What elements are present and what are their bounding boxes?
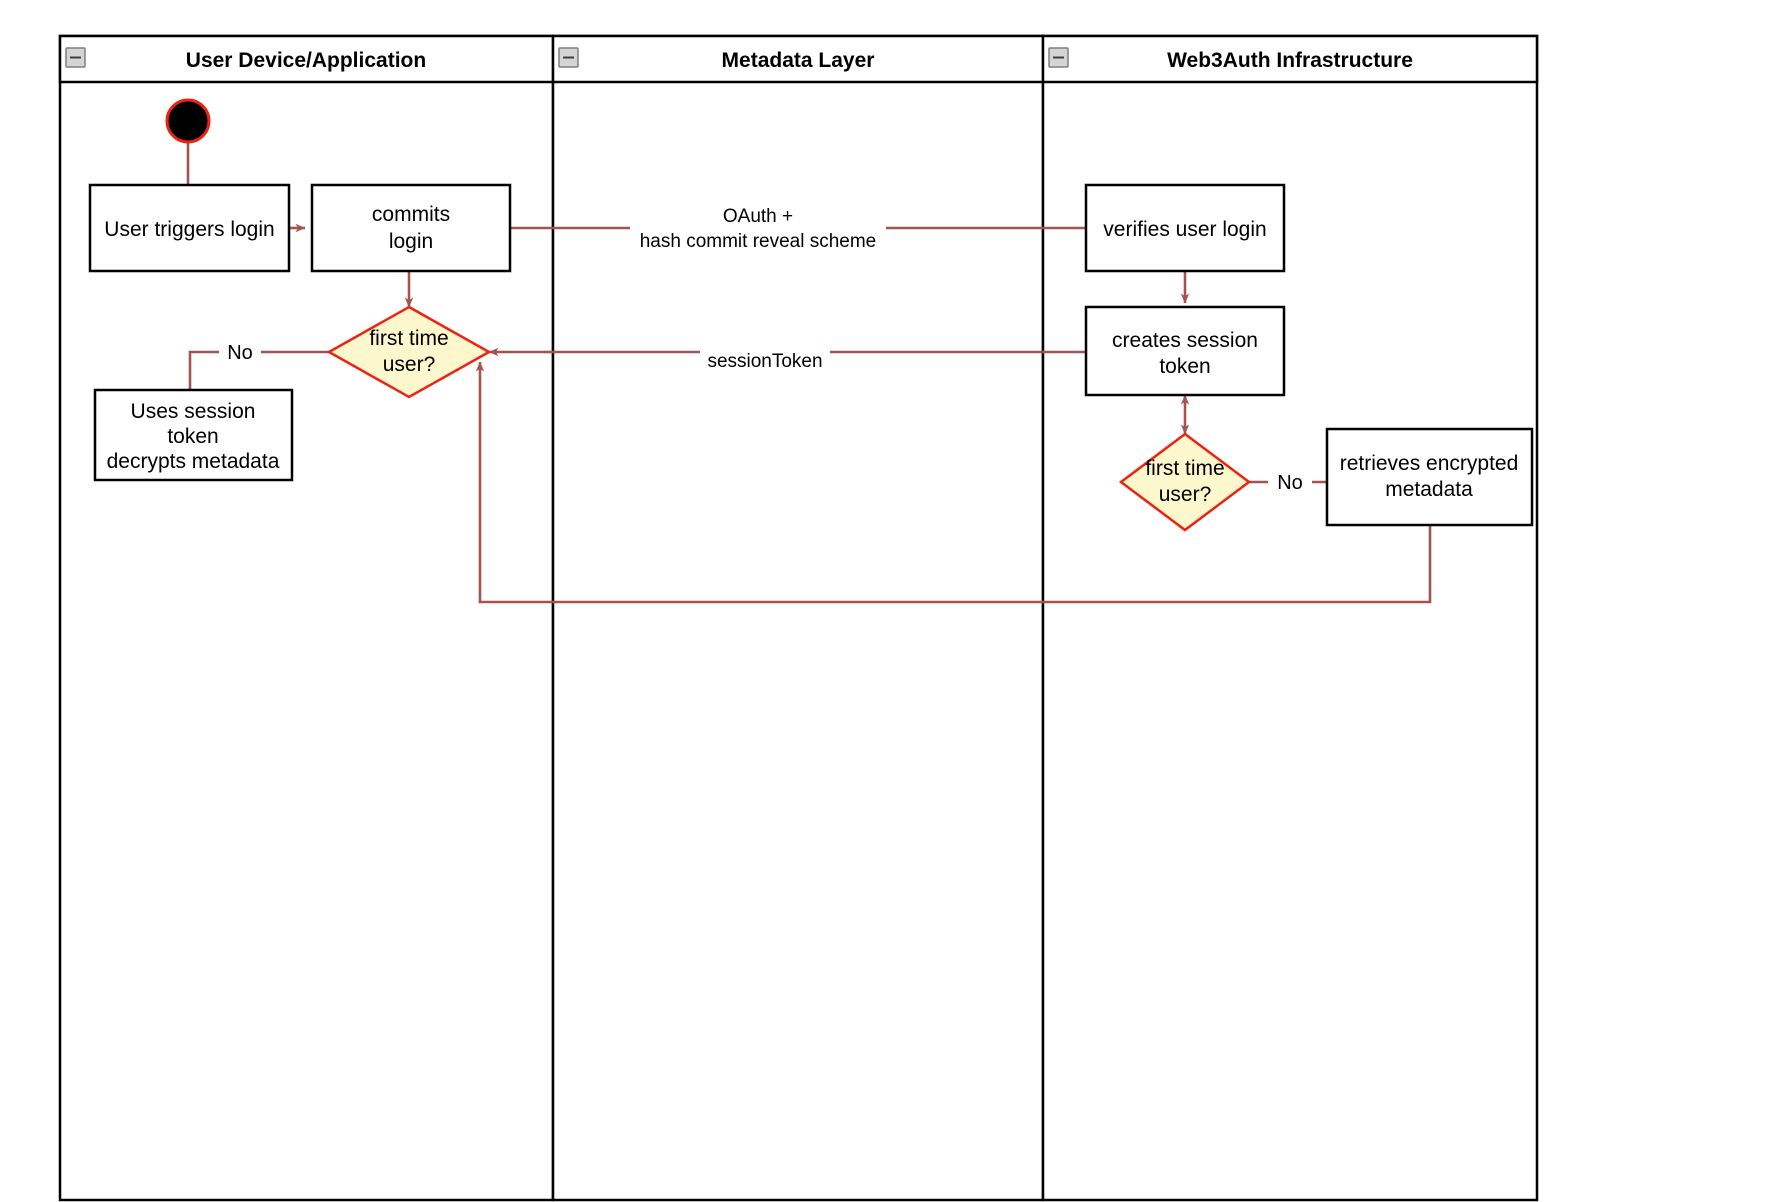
lane-title-metadata: Metadata Layer (722, 49, 875, 72)
lane-title-user-device: User Device/Application (186, 49, 426, 72)
edge-label-oauth: OAuth + hash commit reveal scheme (630, 200, 886, 252)
node-uses-session-token[interactable]: Uses session token decrypts metadata (93, 388, 294, 482)
node-retrieves-encrypted-metadata-line-0: retrieves encrypted (1340, 452, 1519, 475)
edge-label-oauth-line-2: hash commit reveal scheme (640, 231, 877, 252)
node-retrieves-encrypted-metadata-line-1: metadata (1385, 478, 1473, 501)
flow-decision-client-no (188, 350, 345, 390)
node-retrieves-encrypted-metadata[interactable]: retrieves encrypted metadata (1325, 427, 1534, 527)
collapse-icon-web3auth[interactable] (1048, 47, 1069, 68)
edge-label-session-token: sessionToken (700, 338, 830, 372)
node-uses-session-token-line-1: token (167, 425, 218, 448)
flow-retrieves-back-to-decision-client (475, 361, 1432, 604)
collapse-icon-user-device[interactable] (65, 47, 86, 68)
node-first-time-user-client-line-1: user? (383, 353, 436, 376)
node-first-time-user-server-line-0: first time (1145, 457, 1224, 480)
node-start[interactable] (165, 98, 211, 144)
node-user-triggers-login-line-0: User triggers login (104, 218, 274, 241)
node-commits-login-line-0: commits (372, 203, 450, 226)
collapse-icon-metadata[interactable] (558, 47, 579, 68)
lane-title-web3auth: Web3Auth Infrastructure (1167, 49, 1413, 72)
edge-label-oauth-line-1: OAuth + (723, 206, 793, 227)
edge-label-session-token-text: sessionToken (707, 351, 822, 372)
node-first-time-user-client-line-0: first time (369, 327, 448, 350)
lane-header-metadata[interactable] (551, 34, 1045, 84)
node-verifies-user-login-line-0: verifies user login (1103, 218, 1266, 241)
lane-header-web3auth[interactable] (1041, 34, 1539, 84)
node-creates-session-token-line-0: creates session (1112, 329, 1258, 352)
edge-label-no-client: No (219, 338, 261, 366)
node-commits-login-line-1: login (389, 230, 433, 253)
node-creates-session-token[interactable]: creates session token (1084, 305, 1286, 397)
edge-label-no-server-text: No (1277, 472, 1303, 494)
node-verifies-user-login[interactable]: verifies user login (1084, 183, 1286, 273)
edge-label-no-client-text: No (227, 342, 253, 364)
node-uses-session-token-line-2: decrypts metadata (107, 450, 280, 473)
node-commits-login[interactable]: commits login (310, 183, 512, 273)
node-first-time-user-server-line-1: user? (1159, 483, 1212, 506)
node-first-time-user-server[interactable]: first time user? (1118, 432, 1252, 532)
node-creates-session-token-line-1: token (1159, 355, 1210, 378)
node-uses-session-token-line-0: Uses session (131, 400, 256, 423)
node-first-time-user-client[interactable]: first time user? (326, 305, 492, 399)
edge-label-no-server: No (1268, 468, 1312, 496)
node-user-triggers-login[interactable]: User triggers login (88, 183, 291, 273)
